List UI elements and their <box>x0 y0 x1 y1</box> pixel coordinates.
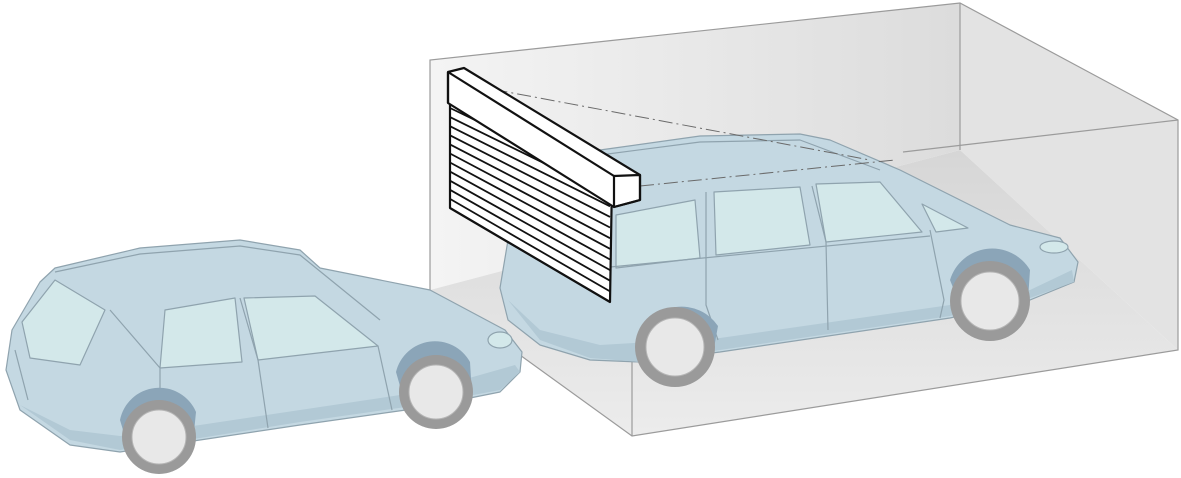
shutter-slat <box>449 161 611 250</box>
hatchback-car-roofline <box>54 245 381 321</box>
shutter-box-top <box>447 71 615 177</box>
roller-shutter-icon <box>446 66 896 304</box>
estate-car-headlight <box>1039 240 1069 254</box>
shutter-box-end <box>612 173 642 209</box>
shutter-slat <box>449 179 611 271</box>
garage-edges <box>429 2 1179 437</box>
estate-car-front-wheel <box>950 261 1030 341</box>
hatchback-car-window-back <box>159 297 243 369</box>
garage-right-wall <box>960 3 1178 350</box>
shutter-slat <box>449 198 611 293</box>
estate-car-door-lines <box>599 185 945 341</box>
hatchback-car-rear-arch <box>120 387 196 440</box>
shutter-slat <box>449 189 611 282</box>
estate-car-window-front <box>815 181 923 243</box>
hatchback-car-rear-wheel <box>122 400 196 474</box>
estate-car-window-quarter <box>921 203 969 233</box>
estate-car-icon <box>499 133 1079 387</box>
hatchback-car-icon <box>5 239 523 474</box>
estate-car-body <box>499 133 1079 363</box>
estate-car-window-middle <box>713 186 811 256</box>
shutter-axis-line-2 <box>639 159 896 187</box>
shutter-slat <box>449 152 611 239</box>
estate-car-roofline <box>599 139 881 171</box>
hatchback-car-headlight <box>487 331 513 349</box>
shutter-slat <box>449 134 611 218</box>
shutter-slat <box>449 143 611 229</box>
hatchback-car-front-wheel <box>399 355 473 429</box>
estate-car-rear-wheel <box>635 307 715 387</box>
hatchback-car-front-arch <box>396 341 472 400</box>
shutter-slat <box>449 170 611 261</box>
shutter-axis-line <box>469 84 871 161</box>
hatchback-car-window-rear <box>21 279 106 366</box>
shutter-slat <box>449 125 611 208</box>
shutter-slat <box>449 207 611 303</box>
